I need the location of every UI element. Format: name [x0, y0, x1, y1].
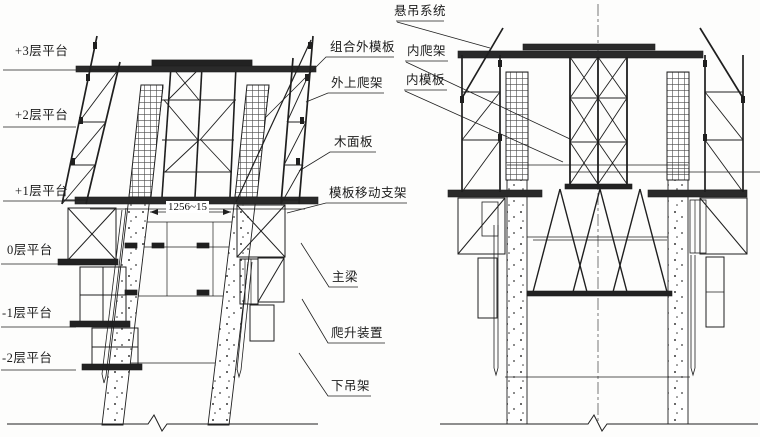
ground-line-left: [7, 414, 318, 432]
label-suspension-system: 悬吊系统: [394, 4, 447, 18]
top-platform-beam: [75, 65, 317, 73]
callout-leader-lines: [1, 20, 571, 397]
climbing-device-assembly: [236, 204, 286, 379]
right-elevation-drawing: [440, 4, 760, 432]
label-combined-outer-formwork: 组合外模板: [330, 40, 396, 54]
label-platform-minus1: -1层平台: [2, 306, 53, 320]
label-platform-zero: 0层平台: [7, 243, 53, 257]
label-platform-plus2: +2层平台: [15, 108, 69, 122]
label-platform-plus1: +1层平台: [15, 184, 69, 198]
lower-hanging-frame-left: [57, 207, 143, 384]
label-platform-minus2: -2层平台: [2, 351, 53, 365]
inner-formwork-panel: [505, 71, 690, 181]
label-inner-climbing-frame: 内爬架: [407, 44, 447, 58]
label-outer-upper-climbing-frame: 外上爬架: [331, 76, 384, 90]
label-wood-panel: 木面板: [334, 135, 374, 149]
outer-climbing-frame-right: [235, 35, 314, 205]
suspension-beams: [457, 43, 704, 59]
label-formwork-moving-support: 模板移动支架: [329, 186, 408, 200]
label-climbing-device: 爬升装置: [331, 326, 384, 340]
outer-frame-left: [457, 27, 506, 377]
ground-line-right: [440, 414, 758, 432]
left-elevation-drawing: [7, 35, 319, 432]
concrete-wall-vertical: [506, 179, 689, 425]
label-main-beam: 主梁: [332, 270, 359, 284]
dimension-text: 1256~15: [166, 201, 209, 213]
label-lower-hanging-frame: 下吊架: [331, 379, 371, 393]
outer-formwork-panel: [128, 84, 270, 198]
inner-climbing-frame-tower: [564, 56, 633, 190]
tower-support-legs: [526, 188, 673, 297]
label-platform-plus3: +3层平台: [15, 44, 69, 58]
outer-frame-right: [689, 27, 748, 377]
wall-tie-lines: [124, 221, 232, 364]
outer-climbing-frame-left: [61, 35, 121, 205]
label-inner-formwork: 内模板: [406, 73, 446, 87]
